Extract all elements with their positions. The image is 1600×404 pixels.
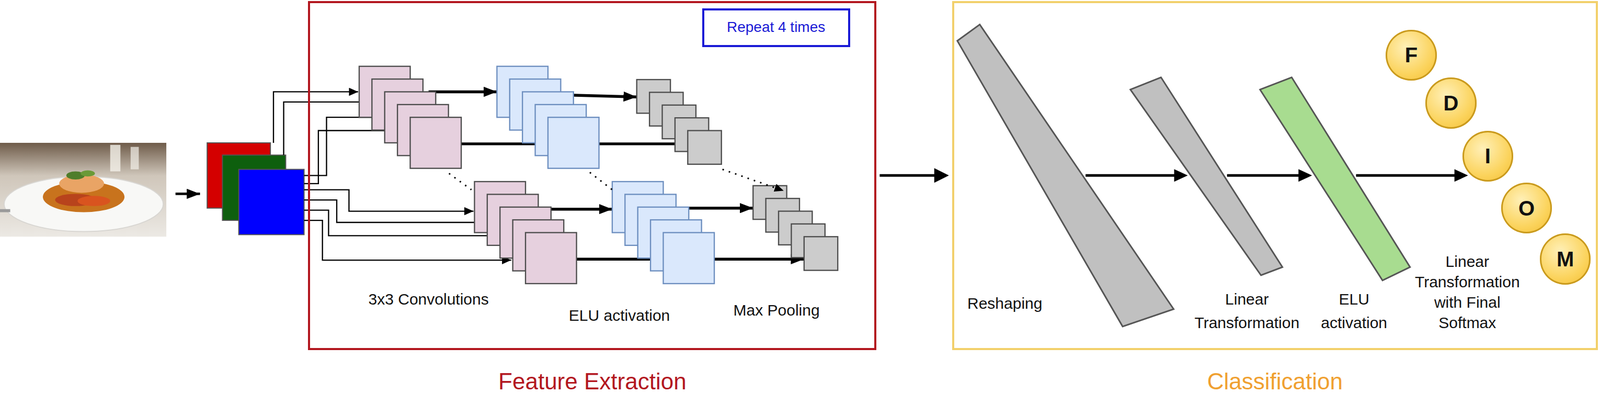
flow-connector xyxy=(1085,168,1188,182)
ellipsis-line xyxy=(722,169,784,191)
arrowhead xyxy=(1174,168,1188,182)
class-letter: F xyxy=(1404,43,1418,67)
class-letter: I xyxy=(1484,144,1491,168)
flow-connector xyxy=(1227,168,1313,182)
slab-outline xyxy=(954,20,1179,332)
activation-map xyxy=(547,117,600,168)
input-arrow xyxy=(175,192,201,196)
connector-line xyxy=(1227,174,1300,177)
class-letter: O xyxy=(1518,196,1535,220)
stage-title: Classification xyxy=(952,367,1598,396)
input-wire xyxy=(304,130,397,184)
class-circle: M xyxy=(1539,233,1592,284)
input-wire xyxy=(304,210,500,236)
class-circle: O xyxy=(1501,182,1553,234)
node-label: Linear Transformation xyxy=(1184,287,1310,335)
connector-line xyxy=(1355,174,1456,177)
layer-slab: ELU activation xyxy=(1256,73,1431,337)
step-label: Linear Transformation with Final Softmax xyxy=(1404,250,1530,333)
class-letter: M xyxy=(1556,247,1574,271)
garnish xyxy=(80,170,95,177)
arrowhead xyxy=(1454,168,1469,182)
flow-arrow xyxy=(545,207,613,211)
step-label: 3x3 Convolutions xyxy=(366,287,492,311)
blue-channel xyxy=(238,169,305,235)
glass xyxy=(110,144,121,172)
slab-shape xyxy=(1260,77,1411,281)
vegetables xyxy=(77,195,110,206)
node-label: ELU activation xyxy=(1312,287,1397,335)
class-circle: F xyxy=(1385,29,1437,81)
class-circle: D xyxy=(1425,77,1477,129)
photo-background xyxy=(0,142,167,237)
connector-line xyxy=(1085,174,1175,177)
class-letter: D xyxy=(1443,91,1459,115)
arrowhead xyxy=(1298,168,1312,182)
step-label: ELU activation xyxy=(515,303,725,327)
activation-map xyxy=(663,232,715,283)
conv-map xyxy=(410,117,462,168)
fork xyxy=(0,209,11,213)
flow-connector xyxy=(879,167,949,183)
slab-shape xyxy=(1130,77,1283,276)
flow-arrow xyxy=(681,206,754,210)
class-circle: I xyxy=(1462,130,1514,182)
node-label: Reshaping xyxy=(967,291,1043,315)
stage-frame: ClassificationReshapingLinear Transforma… xyxy=(952,1,1598,350)
input-wire xyxy=(304,199,486,223)
pooled-map xyxy=(804,236,838,270)
node-label: Repeat 4 times xyxy=(726,19,826,36)
flow-arrow xyxy=(428,90,498,94)
repeat-box: Repeat 4 times xyxy=(702,8,851,48)
slab-shape xyxy=(957,24,1174,327)
connector-line xyxy=(879,174,935,177)
arrowhead xyxy=(934,167,950,183)
pooled-map xyxy=(687,130,722,165)
flow-arrow xyxy=(714,257,805,260)
conv-map xyxy=(525,232,577,283)
flow-connector xyxy=(1355,168,1468,182)
ellipsis-line xyxy=(589,172,613,190)
stage-title: Feature Extraction xyxy=(307,367,877,396)
ellipsis-line xyxy=(449,173,472,190)
layer-slab: Reshaping xyxy=(954,20,1179,332)
glass xyxy=(130,146,140,170)
step-label: Max Pooling xyxy=(671,298,882,322)
